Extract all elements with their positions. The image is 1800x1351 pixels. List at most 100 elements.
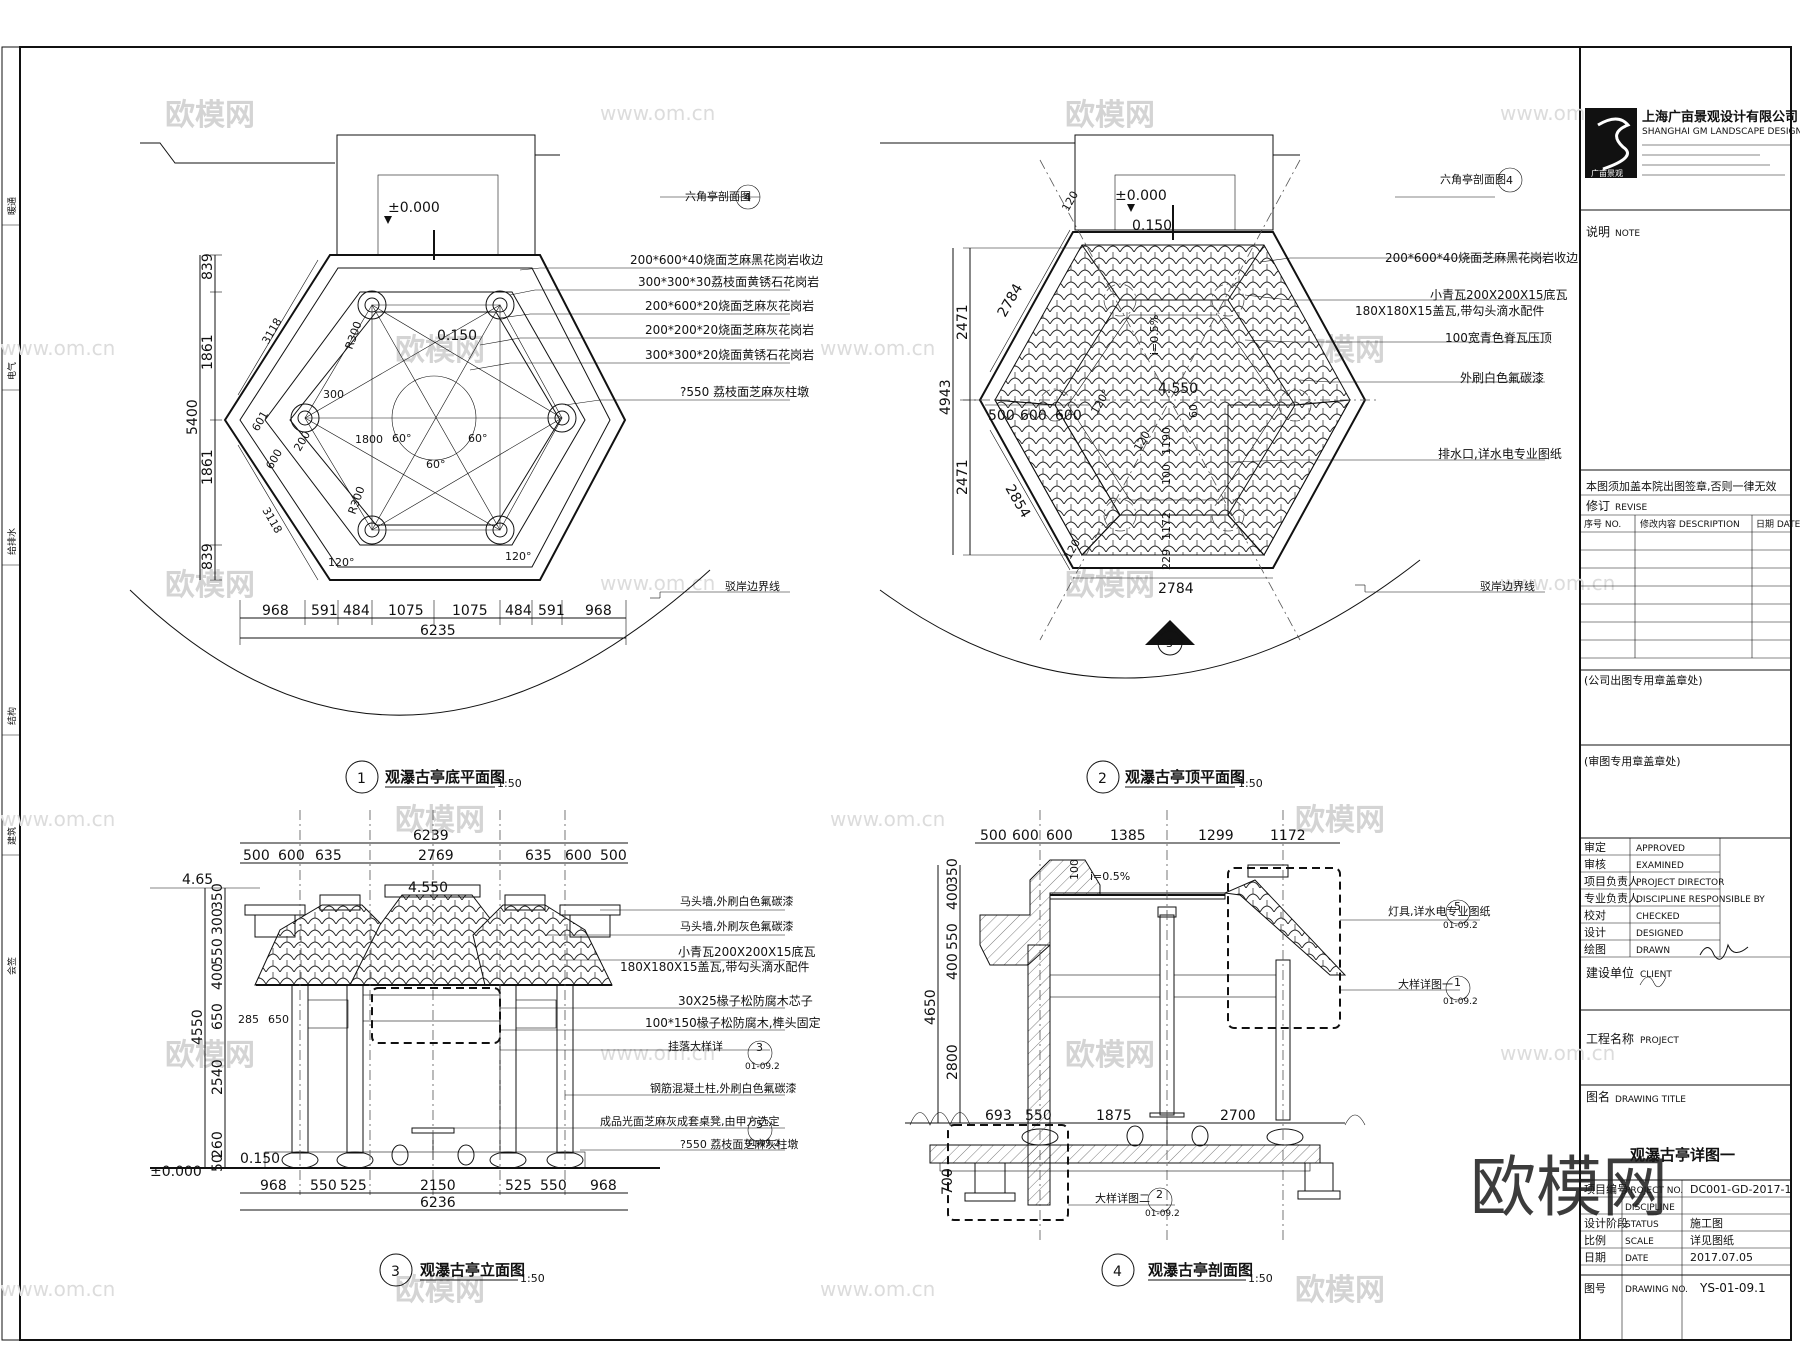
svg-text:工程名称: 工程名称 xyxy=(1586,1031,1634,1046)
svg-text:839: 839 xyxy=(200,543,216,570)
svg-text:项目编号: 项目编号 xyxy=(1584,1182,1628,1196)
watermarks: 欧模网 www.om.cn 欧模网 www.om.cn 欧模网 www.om.c… xyxy=(0,98,1615,1308)
svg-text:马头墙,外刷灰色氟碳漆: 马头墙,外刷灰色氟碳漆 xyxy=(680,919,794,933)
svg-text:3: 3 xyxy=(1166,637,1173,650)
svg-text:DATE: DATE xyxy=(1625,1254,1649,1264)
svg-text:欧模网: 欧模网 xyxy=(165,1038,255,1073)
svg-text:01-09.2: 01-09.2 xyxy=(1443,921,1478,931)
drawing-title: 观瀑古亭详图一 xyxy=(1630,1146,1735,1164)
svg-text:外刷白色氟碳漆: 外刷白色氟碳漆 xyxy=(1460,370,1544,385)
svg-text:施工图: 施工图 xyxy=(1690,1217,1723,1230)
svg-text:600: 600 xyxy=(1020,408,1047,424)
svg-text:www.om.cn: www.om.cn xyxy=(0,1277,115,1301)
svg-text:1875: 1875 xyxy=(1096,1108,1132,1124)
svg-text:60°: 60° xyxy=(426,458,446,471)
svg-text:5: 5 xyxy=(756,1118,763,1131)
svg-text:观瀑古亭底平面图: 观瀑古亭底平面图 xyxy=(385,768,505,786)
svg-text:2784: 2784 xyxy=(1158,581,1194,597)
svg-text:200*200*20烧面芝麻灰花岗岩: 200*200*20烧面芝麻灰花岗岩 xyxy=(645,322,814,337)
svg-text:300*300*30荔枝面黄锈石花岗岩: 300*300*30荔枝面黄锈石花岗岩 xyxy=(638,274,819,289)
svg-text:01-09.2: 01-09.2 xyxy=(1443,997,1478,1007)
svg-text:200: 200 xyxy=(291,429,313,454)
svg-text:?550 荔枝面芝麻灰柱墩: ?550 荔枝面芝麻灰柱墩 xyxy=(680,384,809,399)
svg-text:229: 229 xyxy=(1160,549,1173,570)
signature xyxy=(1639,976,1667,988)
svg-text:120°: 120° xyxy=(328,556,355,569)
svg-text:5: 5 xyxy=(1454,900,1461,913)
svg-text:591: 591 xyxy=(538,603,565,619)
svg-text:200*600*40烧面芝麻黑花岗岩收边: 200*600*40烧面芝麻黑花岗岩收边 xyxy=(1385,250,1578,265)
svg-text:图名: 图名 xyxy=(1586,1089,1610,1104)
svg-text:01-09.2: 01-09.2 xyxy=(745,1062,780,1072)
svg-text:审核: 审核 xyxy=(1584,857,1606,871)
view-title-1: 1 观瀑古亭底平面图 1:50 xyxy=(345,760,522,794)
svg-text:DRAWN: DRAWN xyxy=(1636,946,1670,956)
svg-text:DRAWING TITLE: DRAWING TITLE xyxy=(1615,1095,1686,1105)
svg-text:1385: 1385 xyxy=(1110,828,1146,844)
svg-text:6239: 6239 xyxy=(413,828,449,844)
view-title-4: 4 观瀑古亭剖面图 1:50 xyxy=(1101,1253,1273,1287)
svg-text:欧模网: 欧模网 xyxy=(1065,1038,1155,1073)
svg-text:1075: 1075 xyxy=(388,603,424,619)
svg-text:968: 968 xyxy=(262,603,289,619)
svg-text:100: 100 xyxy=(1160,464,1173,485)
svg-text:小青瓦200X200X15底瓦: 小青瓦200X200X15底瓦 xyxy=(678,944,816,959)
svg-text:2: 2 xyxy=(1156,1188,1163,1201)
svg-text:4: 4 xyxy=(744,191,751,204)
svg-text:1861: 1861 xyxy=(200,449,216,485)
section-4: 500 600 600 1385 1299 1172 i=0.5% 100 35… xyxy=(905,810,1491,1240)
svg-text:PROJECT DIRECTOR: PROJECT DIRECTOR xyxy=(1636,878,1724,888)
view-title-3: 3 观瀑古亭立面图 1:50 xyxy=(379,1253,545,1287)
svg-text:100: 100 xyxy=(1068,859,1081,880)
svg-text:大样详图一: 大样详图一 xyxy=(1398,977,1453,991)
svg-text:PROJECT NO.: PROJECT NO. xyxy=(1625,1186,1683,1196)
svg-text:3118: 3118 xyxy=(259,505,284,536)
svg-text:600: 600 xyxy=(278,848,305,864)
svg-text:STATUS: STATUS xyxy=(1625,1220,1659,1230)
svg-text:欧模网: 欧模网 xyxy=(165,568,255,603)
svg-text:4: 4 xyxy=(1113,1264,1122,1280)
svg-text:4550: 4550 xyxy=(190,1009,206,1045)
svg-text:350: 350 xyxy=(945,858,961,885)
strip-joint: 会签 xyxy=(6,957,18,975)
svg-text:2540: 2540 xyxy=(210,1059,226,1095)
svg-text:1172: 1172 xyxy=(1270,828,1306,844)
svg-text:484: 484 xyxy=(505,603,532,619)
svg-text:详见图纸: 详见图纸 xyxy=(1690,1233,1734,1247)
svg-text:30X25椽子松防腐木芯子: 30X25椽子松防腐木芯子 xyxy=(678,993,813,1008)
svg-text:601: 601 xyxy=(249,409,271,434)
strip-heating: 暖通 xyxy=(6,197,18,215)
p1-level-center: 0.150 xyxy=(437,328,477,344)
note-label: 说明 xyxy=(1586,224,1610,239)
svg-text:1: 1 xyxy=(357,771,366,787)
svg-text:6236: 6236 xyxy=(420,1195,456,1211)
svg-text:CLIENT: CLIENT xyxy=(1640,970,1672,980)
svg-text:比例: 比例 xyxy=(1584,1233,1606,1247)
svg-text:525: 525 xyxy=(340,1178,367,1194)
svg-text:4.65: 4.65 xyxy=(182,872,213,888)
svg-text:1:50: 1:50 xyxy=(520,1272,545,1285)
svg-text:DRAWING NO.: DRAWING NO. xyxy=(1625,1285,1688,1295)
strip-water: 给排水 xyxy=(6,528,18,555)
svg-text:635: 635 xyxy=(315,848,342,864)
svg-text:www.om.cn: www.om.cn xyxy=(600,571,715,595)
svg-text:700: 700 xyxy=(940,1168,956,1195)
svg-text:591: 591 xyxy=(311,603,338,619)
svg-text:(审图专用章盖章处): (审图专用章盖章处) xyxy=(1584,754,1681,768)
p1-level-top: ±0.000 xyxy=(388,200,440,216)
svg-text:550: 550 xyxy=(540,1178,567,1194)
left-strip-labels: 暖通 电气 给排水 结构 建筑 会签 xyxy=(2,197,20,975)
strip-electrical: 电气 xyxy=(6,362,18,380)
svg-text:建设单位: 建设单位 xyxy=(1586,965,1634,980)
svg-text:600: 600 xyxy=(263,447,285,472)
svg-text:www.om.cn: www.om.cn xyxy=(0,336,115,360)
svg-text:1800: 1800 xyxy=(355,433,383,446)
svg-text:六角亭剖面图: 六角亭剖面图 xyxy=(685,189,751,203)
svg-text:285: 285 xyxy=(238,1013,259,1026)
svg-text:500: 500 xyxy=(600,848,627,864)
svg-text:60°: 60° xyxy=(392,432,412,445)
svg-text:欧模网: 欧模网 xyxy=(165,98,255,133)
svg-text:CHECKED: CHECKED xyxy=(1636,912,1680,922)
svg-text:校对: 校对 xyxy=(1584,908,1606,922)
